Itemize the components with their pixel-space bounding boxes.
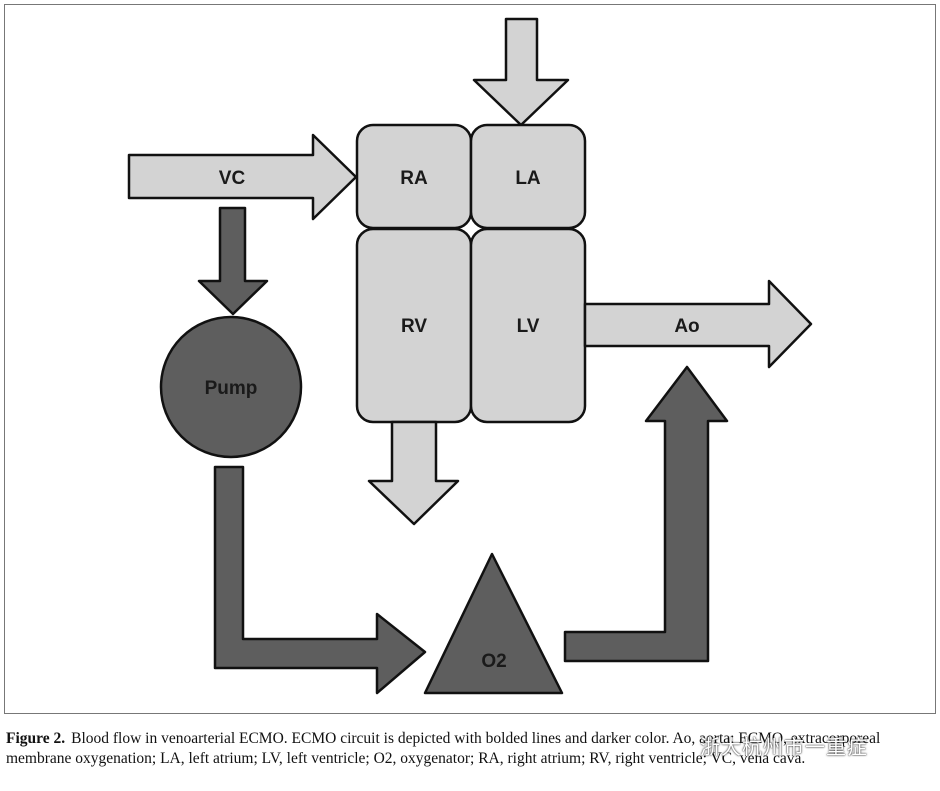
- oxygenator-label: O2: [481, 651, 506, 672]
- ra-label: RA: [400, 168, 428, 189]
- rv-label: RV: [401, 316, 427, 337]
- figure-caption: Figure 2.Blood flow in venoarterial ECMO…: [6, 729, 934, 769]
- pump-to-oxygenator-arrow: [213, 465, 427, 695]
- ao-arrow: [583, 279, 813, 369]
- watermark: 浙大杭州市一重症: [700, 735, 868, 759]
- oxygenator-triangle: [423, 552, 564, 695]
- vc-label: VC: [219, 168, 246, 189]
- figure-frame: VC RA LA RV LV Ao Pump O2: [4, 4, 936, 714]
- pump-circle: [159, 315, 303, 459]
- drainage-arrow: [197, 206, 269, 316]
- caption-label: Figure 2.: [6, 730, 66, 747]
- pump-label: Pump: [205, 378, 258, 399]
- return-arrow: [563, 365, 729, 663]
- pulmonary-inflow-arrow: [472, 17, 570, 127]
- ao-label: Ao: [674, 316, 699, 337]
- caption-text: Blood flow in venoarterial ECMO. ECMO ci…: [6, 730, 881, 767]
- rv-outflow-arrow: [367, 420, 460, 526]
- vc-arrow: [127, 133, 358, 221]
- ecmo-flow-diagram: VC RA LA RV LV Ao Pump O2: [127, 17, 813, 695]
- lv-label: LV: [517, 316, 540, 337]
- la-label: LA: [515, 168, 541, 189]
